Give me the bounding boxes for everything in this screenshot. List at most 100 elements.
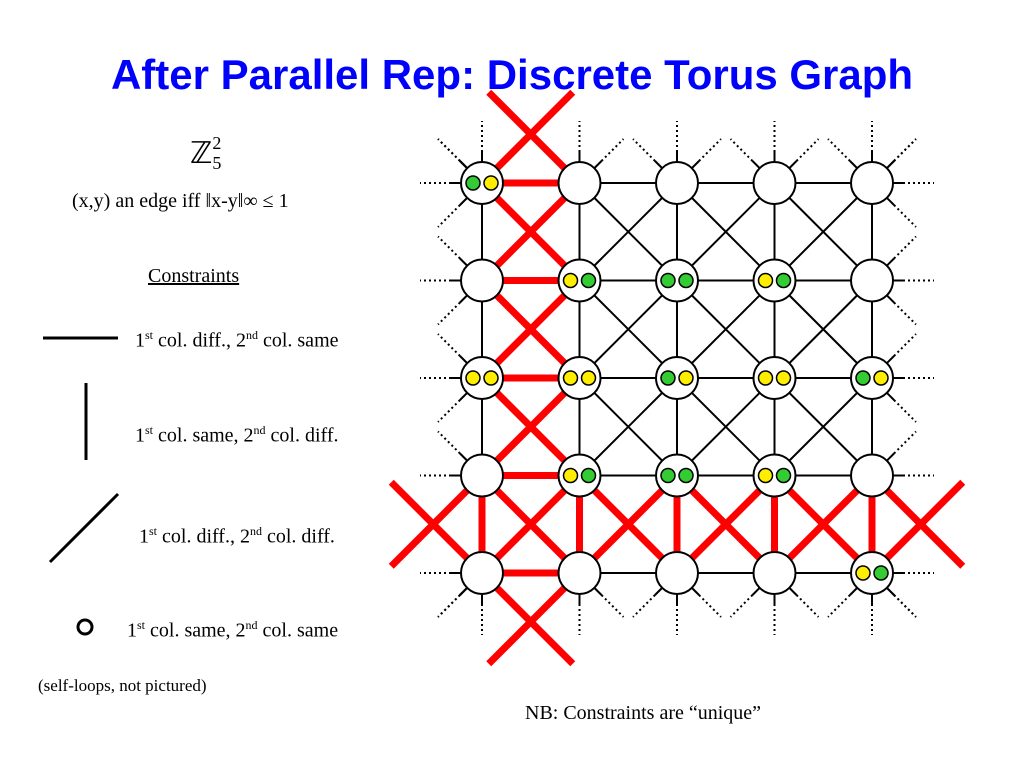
yellow-dot <box>483 175 499 191</box>
green-dot <box>660 272 676 289</box>
yellow-dot <box>678 370 694 386</box>
yellow-dot <box>562 272 579 289</box>
graph-node <box>752 258 797 303</box>
legend-sup: nd <box>253 423 266 437</box>
wraparound-edge <box>437 301 461 326</box>
wraparound-edge <box>893 301 917 326</box>
graph-node <box>460 453 504 498</box>
legend-sup: st <box>145 423 154 437</box>
graph-node <box>655 161 699 205</box>
highlighted-cross <box>778 479 868 569</box>
wraparound-edge <box>893 399 917 423</box>
graph-node <box>557 258 602 303</box>
slide-title: After Parallel Rep: Discrete Torus Graph <box>110 51 914 98</box>
legend-part: col. diff. <box>261 525 335 548</box>
graph-node <box>850 258 894 303</box>
green-dot <box>873 565 889 581</box>
graph-node <box>655 453 699 498</box>
legend-sup: st <box>137 618 146 632</box>
graph-node <box>655 551 699 595</box>
highlighted-cross <box>583 479 673 569</box>
group-subscript: 5 <box>212 153 222 173</box>
edge-definition: (x,y) an edge iff ‖x-y‖∞ ≤ 1 <box>72 190 289 212</box>
wraparound-edge <box>632 594 656 618</box>
highlighted-cross <box>486 187 576 277</box>
wraparound-edge <box>437 333 461 357</box>
diagonal-edge <box>773 279 873 379</box>
wraparound-edge <box>893 594 917 618</box>
self-loops-footnote: (self-loops, not pictured) <box>38 676 207 695</box>
yellow-dot <box>580 370 597 386</box>
graph-node <box>557 551 602 595</box>
yellow-dot <box>775 370 792 386</box>
wraparound-edge <box>893 138 917 162</box>
graph-node <box>655 258 699 303</box>
wraparound-edge <box>795 594 820 618</box>
graph-node <box>557 161 602 205</box>
highlighted-cross <box>486 284 576 374</box>
legend-part: 1 <box>127 619 137 642</box>
legend-text-circle: 1st col. same, 2nd col. same <box>127 618 338 643</box>
graph-node <box>850 453 894 498</box>
yellow-dot <box>562 467 579 484</box>
legend-sup: nd <box>245 328 258 342</box>
green-dot <box>465 175 481 191</box>
graph-node <box>850 356 894 400</box>
wraparound-edge <box>893 235 917 260</box>
group-symbol: ℤ <box>190 137 213 170</box>
wraparound-edge <box>632 138 656 162</box>
legend-text-vertical: 1st col. same, 2nd col. diff. <box>135 423 339 448</box>
legend-sup: st <box>149 524 158 538</box>
yellow-dot <box>483 370 499 386</box>
legend-part: 1 <box>139 525 149 548</box>
wraparound-edge <box>437 594 461 618</box>
legend-part: col. same, 2 <box>153 424 254 447</box>
legend-part: col. same, 2 <box>145 619 246 642</box>
graph-node <box>460 258 504 303</box>
wraparound-edge <box>698 138 722 162</box>
legend-sup: nd <box>245 618 258 632</box>
yellow-dot <box>757 467 774 484</box>
graph-node <box>850 551 894 595</box>
legend-part: 1 <box>135 329 145 352</box>
green-dot <box>678 272 694 289</box>
graph-node <box>850 161 894 205</box>
graph-node <box>557 356 602 400</box>
green-dot <box>678 467 694 484</box>
wraparound-edge <box>698 594 722 618</box>
highlighted-cross <box>486 89 576 179</box>
diagonal-line-icon <box>48 492 120 564</box>
highlighted-cross <box>486 577 576 667</box>
group-label: ℤ52 <box>190 133 221 174</box>
wraparound-edge <box>827 138 851 162</box>
wraparound-edge <box>795 138 820 162</box>
yellow-dot <box>757 272 774 289</box>
wraparound-edge <box>893 204 917 228</box>
diagonal-edge <box>578 377 678 477</box>
graph-node <box>752 161 797 205</box>
green-dot <box>855 370 871 386</box>
graph-node <box>752 551 797 595</box>
diagonal-edge <box>773 182 873 282</box>
yellow-dot <box>562 370 579 386</box>
legend-part: col. same <box>257 619 339 642</box>
green-dot <box>775 467 792 484</box>
legend-text-horizontal: 1st col. diff., 2nd col. same <box>135 328 339 353</box>
highlighted-cross <box>486 479 576 569</box>
green-dot <box>580 272 597 289</box>
legend-part: 1 <box>135 424 145 447</box>
diagonal-edge <box>773 377 873 477</box>
highlighted-cross <box>388 479 478 569</box>
legend-sup: st <box>145 328 154 342</box>
circle-icon <box>76 618 94 636</box>
wraparound-edge <box>893 430 917 455</box>
graph-node <box>460 356 504 400</box>
green-dot <box>580 467 597 484</box>
legend-text-diagonal: 1st col. diff., 2nd col. diff. <box>139 524 335 549</box>
wraparound-edge <box>437 430 461 455</box>
yellow-dot <box>757 370 774 386</box>
graph-node <box>752 356 797 400</box>
wraparound-edge <box>437 399 461 423</box>
wraparound-edge <box>437 138 461 162</box>
